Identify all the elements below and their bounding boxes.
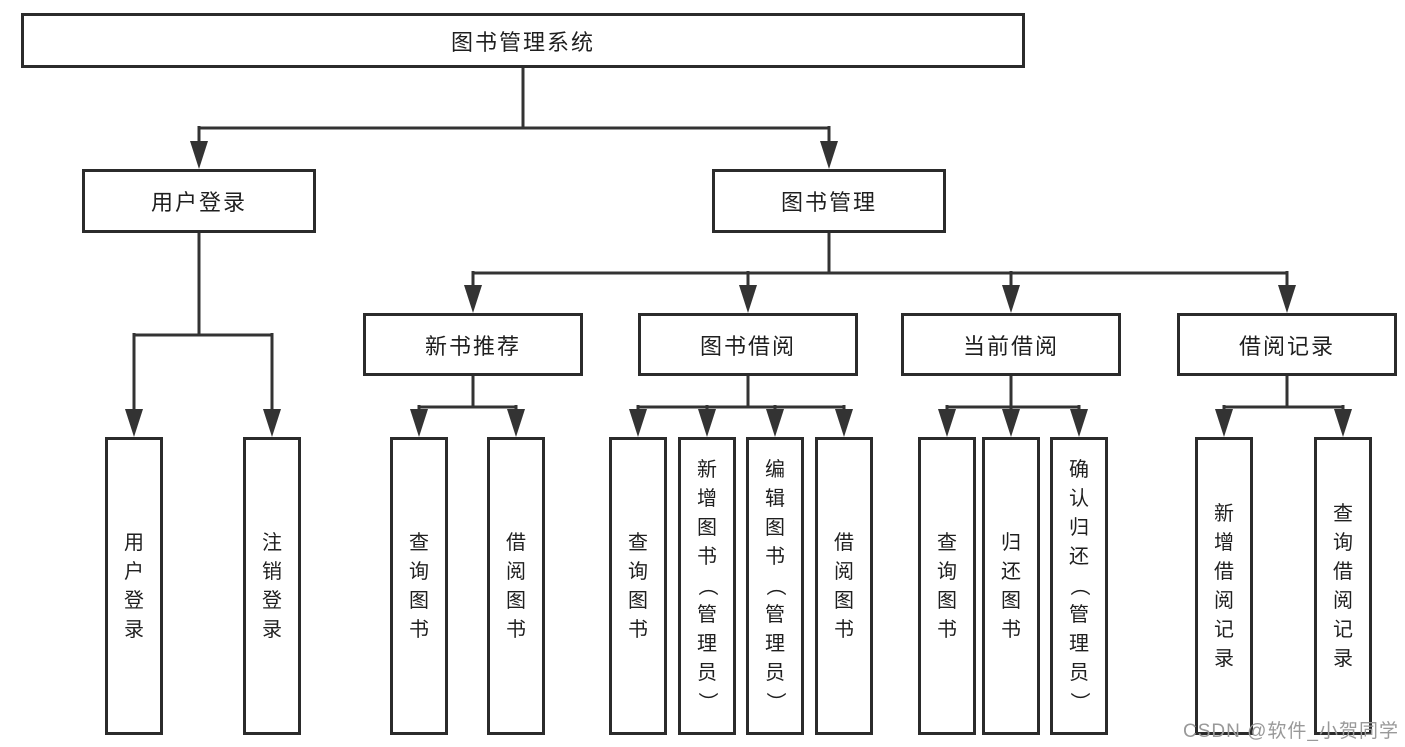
arrowhead (820, 141, 838, 169)
arrowhead (1215, 409, 1233, 437)
arrowhead (125, 409, 143, 437)
node-root-label: 图书管理系统 (450, 29, 595, 55)
node-book-management-label: 图书管理 (780, 190, 877, 215)
arrowhead (1278, 285, 1296, 313)
leaf-borrowing-query-books: 查询图书 (609, 437, 667, 735)
arrowheads (125, 141, 1352, 437)
arrowhead (629, 409, 647, 437)
leaf-borrowing-borrow-books: 借阅图书 (815, 437, 873, 735)
leaf-current-query-books: 查询图书 (918, 437, 976, 735)
node-current-borrowing-label: 当前借阅 (962, 333, 1059, 359)
arrowhead (766, 409, 784, 437)
node-user-login: 用户登录 (82, 169, 316, 233)
node-user-login-label: 用户登录 (150, 190, 247, 215)
arrowhead (1070, 409, 1088, 437)
node-book-borrowing: 图书借阅 (638, 313, 858, 376)
arrowhead (835, 409, 853, 437)
leaf-recommend-borrow-books: 借阅图书 (487, 437, 545, 735)
node-current-borrowing: 当前借阅 (901, 313, 1121, 376)
arrowhead (938, 409, 956, 437)
arrowhead (464, 285, 482, 313)
arrowhead (1002, 409, 1020, 437)
leaf-recommend-query-books: 查询图书 (390, 437, 448, 735)
leaf-user-login: 用户登录 (105, 437, 163, 735)
watermark: CSDN @软件_小贺同学 (1183, 721, 1399, 742)
node-borrow-records-label: 借阅记录 (1238, 333, 1335, 359)
arrowhead (263, 409, 281, 437)
leaf-add-books-admin: 新增图书（管理员） (678, 437, 736, 735)
node-new-book-recommend-label: 新书推荐 (424, 333, 521, 359)
leaf-return-books: 归还图书 (982, 437, 1040, 735)
arrowhead (190, 141, 208, 169)
arrowhead (739, 285, 757, 313)
leaf-confirm-return-admin: 确认归还（管理员） (1050, 437, 1108, 735)
node-new-book-recommend: 新书推荐 (363, 313, 583, 376)
arrowhead (1002, 285, 1020, 313)
node-borrow-records: 借阅记录 (1177, 313, 1397, 376)
leaf-query-borrow-record: 查询借阅记录 (1314, 437, 1372, 735)
arrowhead (698, 409, 716, 437)
leaf-edit-books-admin: 编辑图书（管理员） (746, 437, 804, 735)
arrowhead (1334, 409, 1352, 437)
node-root: 图书管理系统 (21, 13, 1025, 68)
arrowhead (410, 409, 428, 437)
leaf-add-borrow-record: 新增借阅记录 (1195, 437, 1253, 735)
node-book-borrowing-label: 图书借阅 (699, 333, 796, 359)
leaf-logout: 注销登录 (243, 437, 301, 735)
node-book-management: 图书管理 (712, 169, 946, 233)
arrowhead (507, 409, 525, 437)
